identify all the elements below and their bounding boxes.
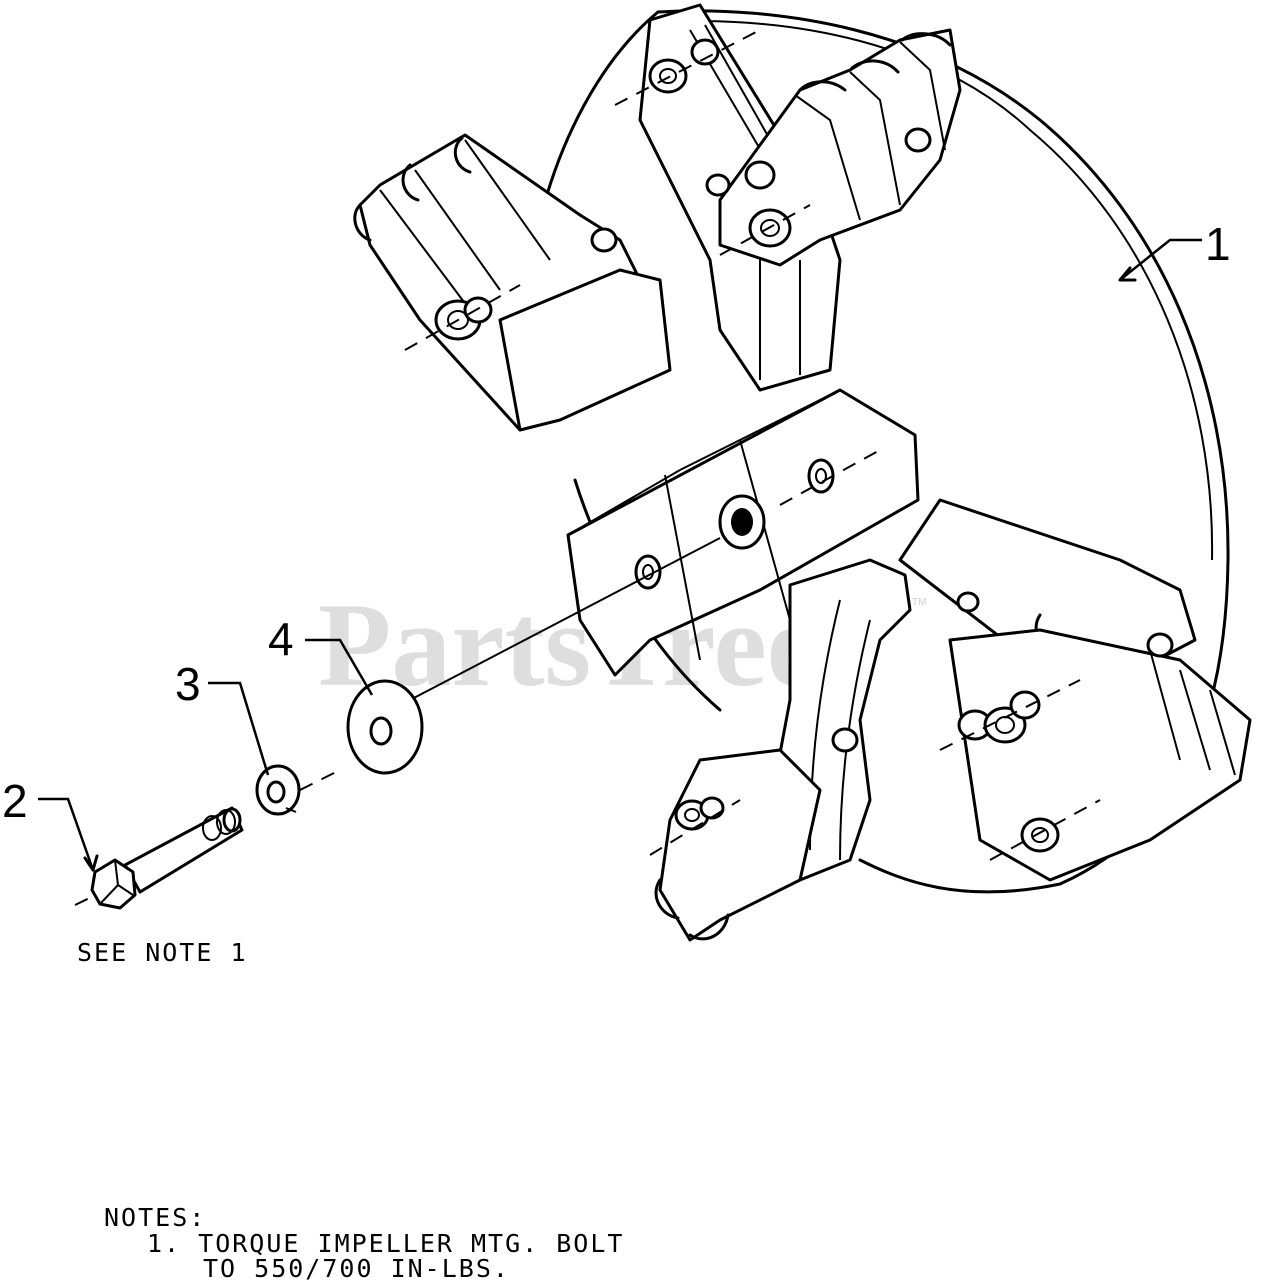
- watermark-trademark: TM: [912, 597, 926, 608]
- part-1-impeller: [353, 3, 1252, 942]
- callout-1: 1: [1205, 218, 1231, 270]
- assembly-axis: [409, 537, 721, 701]
- note-line-1: 1. TORQUE IMPELLER MTG. BOLT: [147, 1229, 624, 1258]
- leader-lines: [38, 238, 1202, 872]
- part-4-washer: [346, 679, 424, 775]
- see-note-label: SEE NOTE 1: [77, 938, 248, 967]
- callout-4: 4: [268, 613, 294, 665]
- callout-2: 2: [2, 775, 28, 827]
- part-3-lock-washer: [255, 764, 301, 816]
- callout-3: 3: [175, 658, 201, 710]
- notes-heading: NOTES:: [104, 1203, 206, 1232]
- part-2-bolt: [90, 806, 244, 910]
- note-line-2: TO 550/700 IN-LBS.: [203, 1254, 510, 1280]
- notes-block: NOTES: 1. TORQUE IMPELLER MTG. BOLT TO 5…: [104, 1203, 624, 1280]
- impeller-nuts: [434, 38, 1174, 853]
